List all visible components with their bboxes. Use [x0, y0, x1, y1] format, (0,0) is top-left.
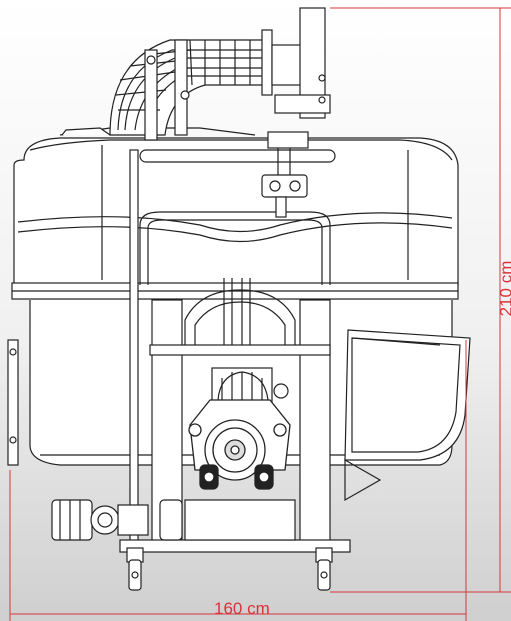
frame — [11, 149, 459, 553]
wheels — [126, 547, 333, 591]
filter — [51, 499, 183, 541]
pump — [188, 399, 291, 490]
fan-duct — [109, 7, 331, 141]
valve — [261, 131, 309, 218]
side-tank — [344, 329, 471, 502]
left-bracket — [7, 339, 19, 466]
dimension-width-label: 160 cm — [214, 599, 270, 618]
dimension-lines — [9, 7, 511, 621]
dimension-height-label: 210 cm — [496, 260, 511, 317]
